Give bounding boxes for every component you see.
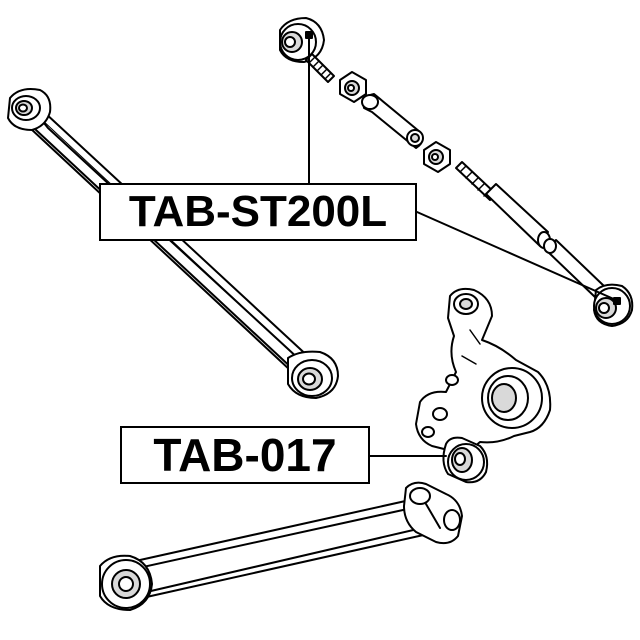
lower-arm-bushing [99, 554, 153, 611]
arm-left-bushing [7, 88, 52, 131]
adjuster-sleeve [361, 93, 424, 149]
long-control-arm [7, 88, 339, 399]
top-bushing-head [279, 17, 325, 63]
lock-nut-lower [423, 141, 451, 173]
lower-control-arm [99, 481, 463, 611]
threaded-stud [305, 53, 335, 83]
lock-nut-upper [339, 71, 367, 103]
steering-knuckle [415, 287, 552, 484]
part-number-label-upper: TAB-ST200L [99, 183, 417, 241]
arm-right-bushing [287, 350, 339, 399]
arm-lower-section [543, 238, 605, 299]
bottom-bushing [593, 283, 634, 327]
leader-st200l-to-bottom-bushing [416, 211, 617, 301]
adjustable-arm-assembly [279, 17, 634, 327]
leader-lines [308, 35, 617, 457]
lower-arm-bracket [403, 481, 463, 545]
part-number-label-lower: TAB-017 [120, 426, 370, 484]
arm-tube [485, 183, 551, 249]
part-number-text-upper: TAB-ST200L [128, 187, 388, 236]
part-number-text-lower: TAB-017 [153, 429, 337, 481]
knuckle-bushing [442, 436, 489, 484]
